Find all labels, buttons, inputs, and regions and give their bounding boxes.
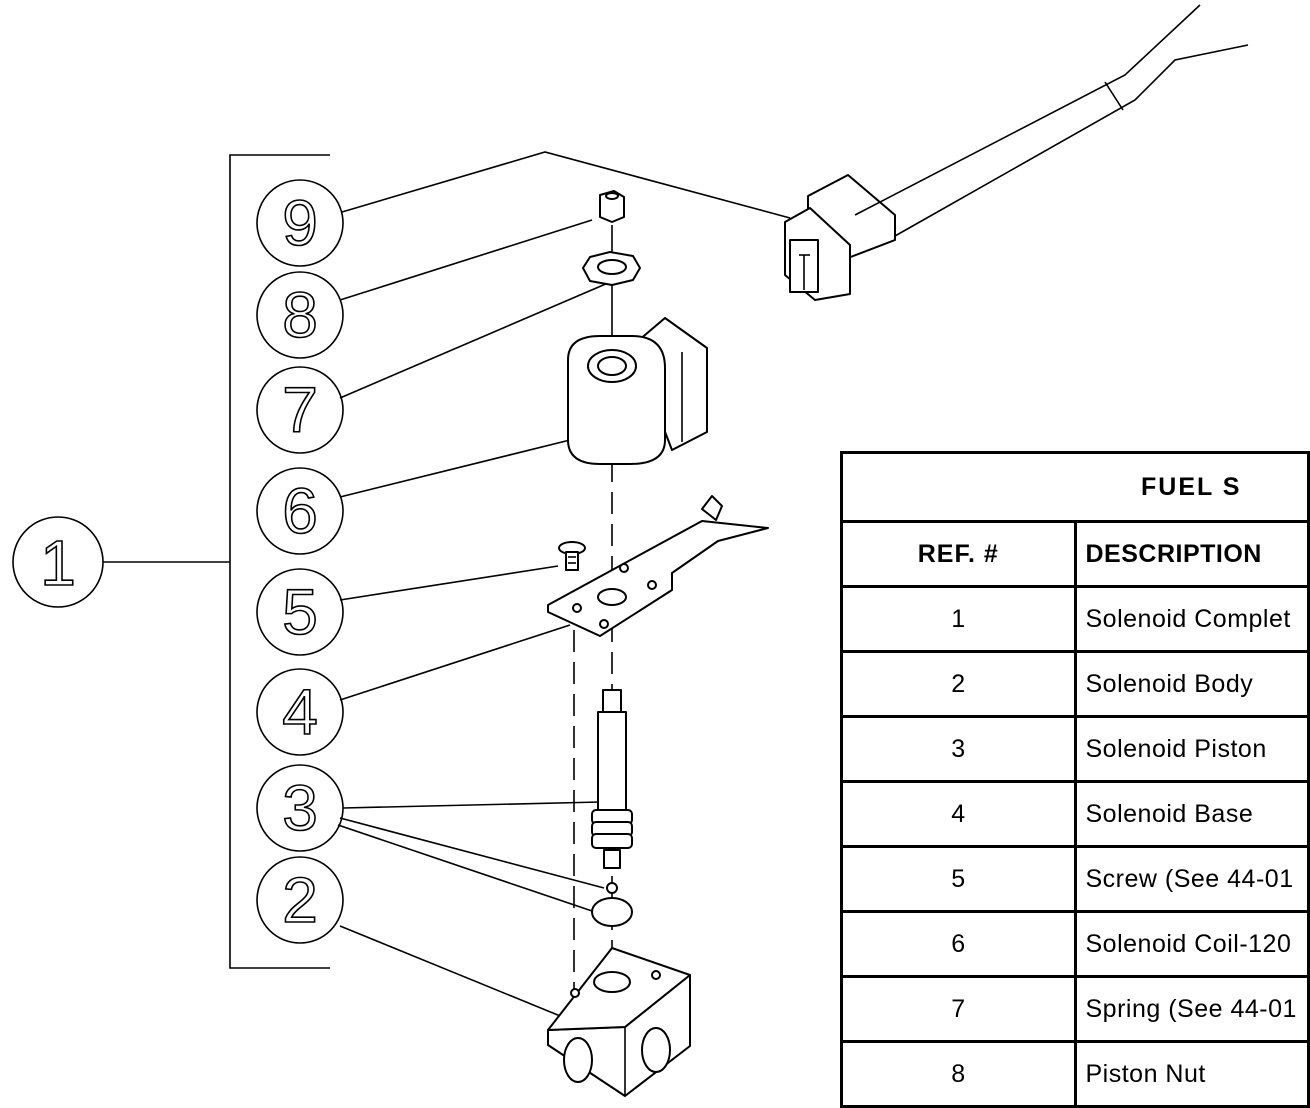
ref-cell: 8 [840, 1040, 1077, 1108]
parts-table: FUEL S REF. # DESCRIPTION 1 Solenoid Com… [840, 451, 1310, 1108]
table-row: 5 Screw (See 44-01 [840, 845, 1310, 913]
callout-8[interactable]: 8 [256, 271, 344, 359]
description-cell: Solenoid Coil-120 [1073, 910, 1310, 978]
ref-cell: 1 [840, 585, 1077, 653]
callout-7[interactable]: 7 [256, 366, 344, 454]
callout-3-label: 3 [282, 772, 318, 844]
description-cell: Screw (See 44-01 [1073, 845, 1310, 913]
ref-column-header: REF. # [840, 520, 1077, 588]
table-row: 4 Solenoid Base [840, 780, 1310, 848]
callout-9[interactable]: 9 [256, 179, 344, 267]
description-cell: Solenoid Body [1073, 650, 1310, 718]
table-row: 2 Solenoid Body [840, 650, 1310, 718]
callout-5[interactable]: 5 [256, 568, 344, 656]
callout-4-label: 4 [282, 676, 318, 748]
ref-cell: 2 [840, 650, 1077, 718]
base-part-4 [547, 495, 769, 637]
table-title: FUEL S [840, 451, 1310, 523]
callout-9-label: 9 [282, 187, 318, 259]
callout-2-label: 2 [282, 864, 318, 936]
callout-7-label: 7 [282, 374, 318, 446]
ref-cell: 4 [840, 780, 1077, 848]
callout-6-label: 6 [282, 475, 318, 547]
ref-cell: 6 [840, 910, 1077, 978]
ref-cell: 3 [840, 715, 1077, 783]
callout-4[interactable]: 4 [256, 668, 344, 756]
callout-2[interactable]: 2 [256, 856, 344, 944]
ref-cell: 7 [840, 975, 1077, 1043]
table-row: 6 Solenoid Coil-120 [840, 910, 1310, 978]
description-cell: Spring (See 44-01 [1073, 975, 1310, 1043]
description-column-header: DESCRIPTION [1073, 520, 1310, 588]
description-cell: Solenoid Piston [1073, 715, 1310, 783]
nut-part-9 [599, 190, 625, 223]
description-cell: Solenoid Complet [1073, 585, 1310, 653]
description-cell: Piston Nut [1073, 1040, 1310, 1108]
connector-cable [854, 4, 1249, 237]
connector-plug [784, 174, 896, 301]
screw-part-5 [558, 541, 586, 571]
table-row: 1 Solenoid Complet [840, 585, 1310, 653]
exploded-parts-diagram: 1 9 8 7 6 5 4 3 2 [12, 4, 1249, 1097]
table-title-row: FUEL S [840, 451, 1310, 523]
description-cell: Solenoid Base [1073, 780, 1310, 848]
table-header-row: REF. # DESCRIPTION [840, 520, 1310, 588]
callout-8-label: 8 [282, 279, 318, 351]
callout-3[interactable]: 3 [256, 764, 344, 852]
callout-1-label: 1 [40, 527, 76, 599]
spring-part-8 [582, 251, 641, 286]
leader-lines [337, 151, 791, 1021]
table-row: 3 Solenoid Piston [840, 715, 1310, 783]
callout-6[interactable]: 6 [256, 467, 344, 555]
piston-part-3 [591, 689, 633, 927]
assembly-bracket [103, 154, 330, 969]
body-part-2 [547, 947, 691, 1097]
ref-cell: 5 [840, 845, 1077, 913]
callout-5-label: 5 [282, 576, 318, 648]
table-row: 8 Piston Nut [840, 1040, 1310, 1108]
table-row: 7 Spring (See 44-01 [840, 975, 1310, 1043]
callout-1[interactable]: 1 [12, 516, 104, 608]
coil-part-6 [567, 317, 708, 465]
